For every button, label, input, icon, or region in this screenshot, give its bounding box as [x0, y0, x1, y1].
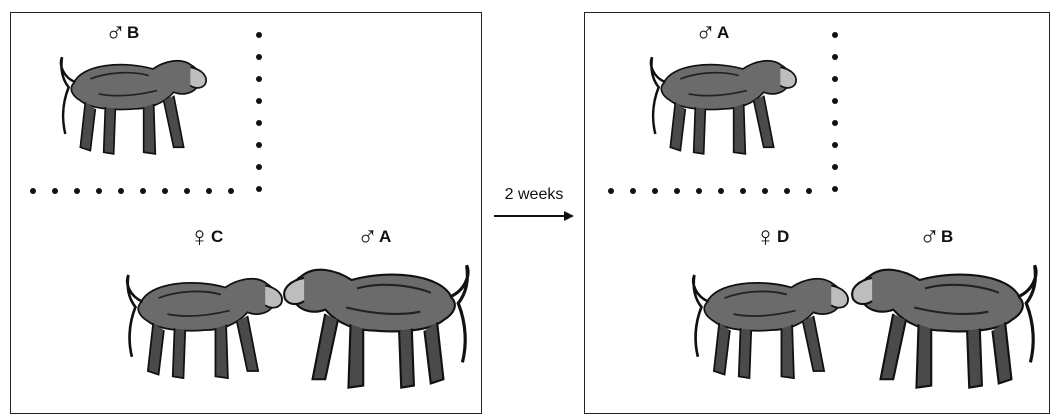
female-symbol-icon: ♀: [189, 221, 210, 252]
female-label: ♀C: [189, 221, 223, 253]
free-male-label: ♂A: [357, 221, 391, 253]
free-male-label: ♂B: [919, 221, 953, 253]
female-label: ♀D: [755, 221, 789, 253]
male-symbol-icon: ♂: [919, 221, 940, 252]
enclosure-panel-before: ♂B ♀C ♂A: [10, 12, 482, 414]
baboon-male-free: [283, 257, 473, 397]
time-arrow: 2 weeks: [492, 186, 576, 236]
male-symbol-icon: ♂: [357, 221, 378, 252]
dotted-partition: [11, 13, 483, 213]
baboon-female: [123, 257, 283, 397]
baboon-female: [689, 257, 849, 397]
female-symbol-icon: ♀: [755, 221, 776, 252]
dotted-partition: [585, 13, 1050, 213]
baboon-male-free: [851, 257, 1041, 397]
enclosure-panel-after: ♂A ♀D ♂B: [584, 12, 1050, 414]
arrow-label: 2 weeks: [492, 186, 576, 204]
arrow-right-icon: [492, 208, 576, 224]
